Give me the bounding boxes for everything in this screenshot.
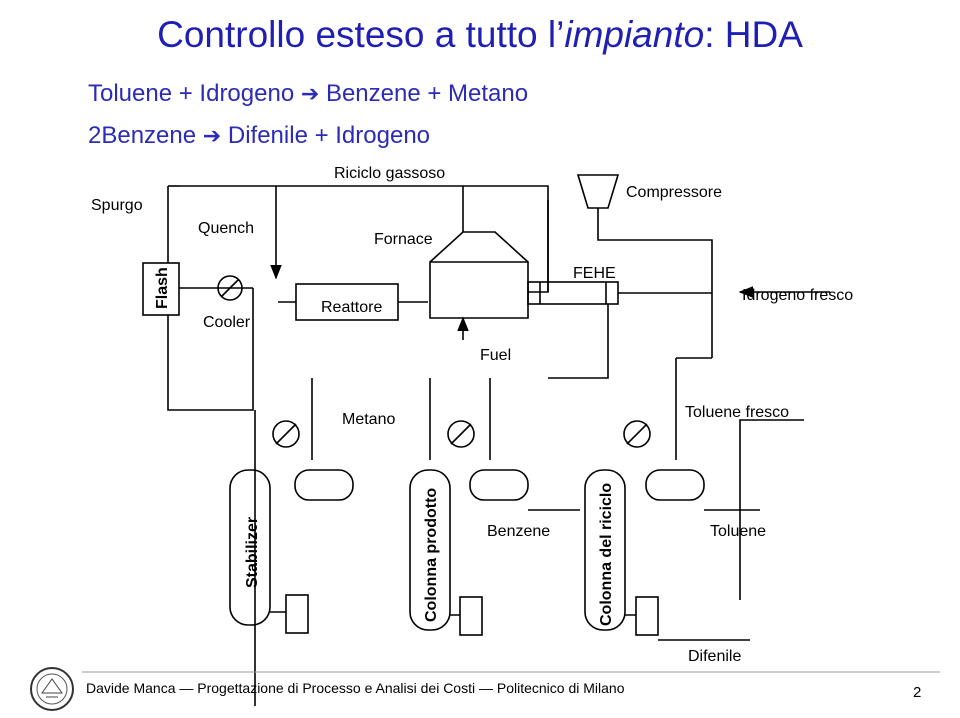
reflux-drum-1 [294, 469, 354, 501]
condenser-valve-1 [272, 420, 300, 448]
reaction-1-products: Benzene + Metano [325, 80, 529, 107]
label-cooler: Cooler [203, 314, 251, 331]
condenser-valve-2 [447, 420, 475, 448]
label-fornace: Fornace [374, 231, 433, 248]
label-difenile: Difenile [688, 648, 741, 665]
reaction-2: 2Benzene ➔ Difenile + Idrogeno [88, 122, 430, 150]
flash-drum [142, 262, 180, 316]
reboiler-2 [459, 596, 483, 636]
reflux-drum-3 [645, 469, 705, 501]
label-colonna-prodotto: Colonna prodotto [423, 488, 440, 622]
reboiler-1 [285, 594, 309, 634]
label-reattore: Reattore [321, 299, 382, 316]
label-flash: Flash [154, 267, 171, 309]
reboiler-3 [635, 596, 659, 636]
furnace-hood [429, 231, 529, 263]
reaction-1-reactants: Toluene + Idrogeno [88, 80, 295, 107]
arrow-right-icon: ➔ [202, 123, 222, 148]
slide-title: Controllo esteso a tutto l’impianto: HDA [157, 14, 803, 55]
reaction-1: Toluene + Idrogeno ➔ Benzene + Metano [88, 80, 528, 108]
label-riciclo: Riciclo gassoso [334, 165, 445, 182]
reaction-2-reactants: 2Benzene [88, 122, 197, 149]
stabilizer-column [229, 469, 271, 626]
label-toluene: Toluene [710, 523, 766, 540]
label-metano: Metano [342, 411, 395, 428]
cooler-circle [217, 275, 243, 301]
recycle-gas-line [180, 185, 549, 292]
label-fuel: Fuel [480, 347, 511, 364]
arrow-right-icon: ➔ [300, 81, 320, 106]
label-benzene: Benzene [487, 523, 550, 540]
product-column [409, 469, 451, 631]
page-number: 2 [913, 684, 922, 701]
recycle-column [584, 469, 626, 631]
furnace-box [429, 261, 529, 319]
label-toluene-fresco: Toluene fresco [685, 404, 789, 421]
label-stabilizer: Stabilizer [244, 517, 261, 588]
label-spurgo: Spurgo [91, 197, 143, 214]
footer-text: Davide Manca — Progettazione di Processo… [86, 680, 625, 696]
condenser-valve-3 [623, 420, 651, 448]
label-quench: Quench [198, 220, 254, 237]
label-idrogeno-fresco: Idrogeno fresco [742, 287, 853, 304]
reaction-2-products: Difenile + Idrogeno [227, 122, 431, 149]
label-colonna-riciclo: Colonna del riciclo [598, 483, 615, 626]
university-seal-icon [30, 667, 74, 711]
fehe-shell [527, 281, 619, 305]
compressor-shape [576, 174, 620, 209]
label-fehe: FEHE [573, 265, 616, 282]
label-compressore: Compressore [626, 184, 722, 201]
reflux-drum-2 [469, 469, 529, 501]
